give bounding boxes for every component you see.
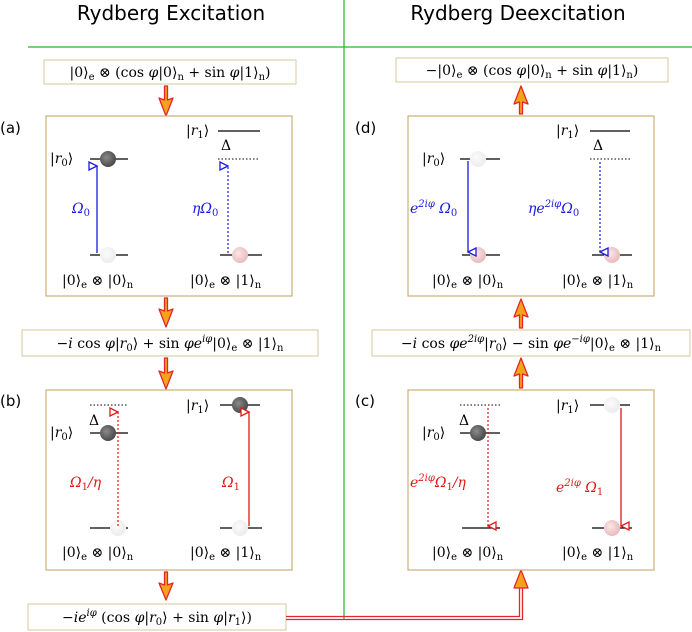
atom-excited-b-left [100,425,116,441]
panel-b [45,389,293,571]
label-delta-c: Δ [459,413,469,429]
label-r0-c: |r0⟩ [422,425,445,443]
label-delta-a: Δ [221,138,231,154]
label-r1-d: |r1⟩ [556,123,579,141]
coupling-c-right: e2iφ Ω1 [556,478,603,498]
label-g1-c: |0⟩e ⊗ |1⟩n [562,545,634,563]
label-g0-d: |0⟩e ⊗ |0⟩n [432,273,504,291]
atom-empty-c-right [604,397,620,413]
label-g0-a: |0⟩e ⊗ |0⟩n [62,273,134,291]
label-r0-d: |r0⟩ [422,151,445,169]
label-delta-b: Δ [89,413,99,429]
state-middle-left: −i cos φ|r0⟩ + sin φeiφ|0⟩e ⊗ |1⟩n [57,334,284,354]
flow-arrow-down-2 [158,297,174,328]
label-g0-c: |0⟩e ⊗ |0⟩n [432,545,504,563]
state-box-top-left [43,59,297,85]
flow-connector [286,569,529,621]
atom-empty-a-left [100,247,116,263]
atom-excited-a-left [100,151,116,167]
panel-c [407,389,655,571]
coupling-a-right: ηΩ0 [192,201,218,219]
label-r1-a: |r1⟩ [186,123,209,141]
state-top-right: −|0⟩e ⊗ (cos φ|0⟩n + sin φ|1⟩n) [426,63,639,81]
state-box-middle-left [21,329,319,357]
label-delta-d: Δ [593,138,603,154]
label-r1-c: |r1⟩ [556,398,579,416]
panel-label-a: (a) [0,119,21,137]
atom-pink-a-right [232,247,248,263]
flow-arrow-down-3 [158,357,174,390]
panel-a [45,115,293,297]
panel-label-d: (d) [355,119,376,137]
state-middle-right: −i cos φe2iφ|r0⟩ − sin φe−iφ|0⟩e ⊗ |1⟩n [401,334,662,354]
flow-arrow-up-3 [513,85,529,115]
atom-pink-d-left [470,247,486,263]
panel-d [407,115,655,297]
panel-label-c: (c) [355,392,375,410]
coupling-d-right: ηe2iφΩ0 [528,199,579,219]
flow-arrow-up-1 [513,357,529,389]
label-r0-b: |r0⟩ [50,425,73,443]
label-g1-b: |0⟩e ⊗ |1⟩n [190,545,262,563]
state-bottom-left: −ieiφ (cos φ|r0⟩ + sin φ|r1⟩) [62,608,252,628]
flow-arrow-down-1 [158,85,174,117]
atom-pink-c-right [604,520,620,536]
coupling-b-left: Ω1/η [69,475,102,493]
label-g1-a: |0⟩e ⊗ |1⟩n [190,273,262,291]
label-r0-a: |r0⟩ [50,151,73,169]
state-box-middle-right [371,329,691,357]
atom-empty-b-right [232,520,248,536]
atom-pink-d-right [604,247,620,263]
flow-arrow-down-4 [158,571,174,601]
state-box-bottom-left [27,603,287,631]
header-rydberg-excitation: Rydberg Excitation [77,1,265,25]
atom-empty-b-left [110,520,126,536]
coupling-b-right: Ω1 [221,475,240,493]
state-box-top-right [395,57,669,83]
atom-excited-c-left [470,425,486,441]
label-g0-b: |0⟩e ⊗ |0⟩n [62,545,134,563]
coupling-a-left: Ω0 [71,201,90,219]
atom-empty-d-left [470,151,486,167]
header-rydberg-deexcitation: Rydberg Deexcitation [410,1,625,25]
label-g1-d: |0⟩e ⊗ |1⟩n [562,273,634,291]
panel-label-b: (b) [0,392,21,410]
state-top-left: |0⟩e ⊗ (cos φ|0⟩n + sin φ|1⟩n) [70,65,271,83]
label-r1-b: |r1⟩ [186,398,209,416]
coupling-d-left: e2iφ Ω0 [410,199,457,219]
coupling-c-left: e2iφΩ1/η [410,473,467,493]
atom-excited-b-right [232,397,248,413]
flow-arrow-up-2 [513,298,529,329]
